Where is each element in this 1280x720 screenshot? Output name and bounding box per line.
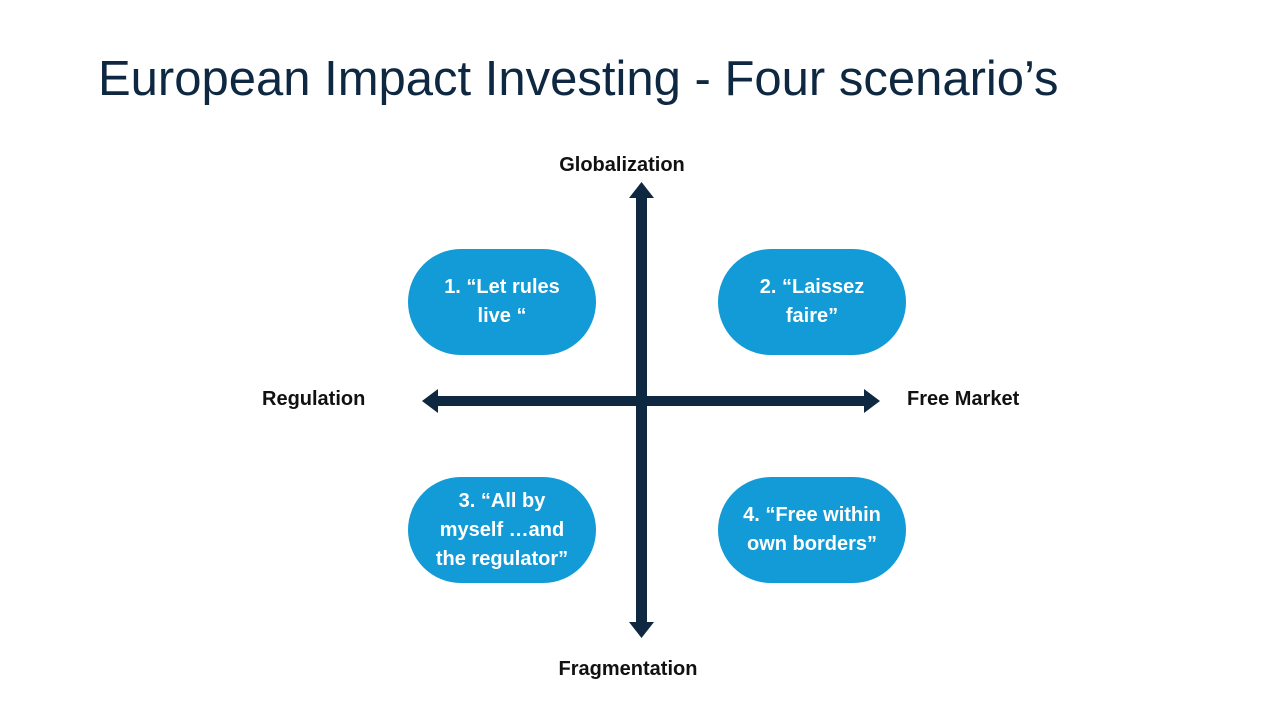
axis-label-fragmentation: Fragmentation — [558, 658, 698, 680]
axis-label-globalization: Globalization — [559, 154, 685, 176]
scenario-all-by-myself: 3. “All by myself …and the regulator” — [408, 477, 596, 583]
slide-title: European Impact Investing - Four scenari… — [98, 52, 1059, 106]
scenario-label: 2. “Laissez faire” — [759, 276, 865, 327]
vertical-axis-arrow — [629, 182, 654, 638]
axis-label-regulation: Regulation — [262, 388, 366, 410]
horizontal-axis-arrow — [422, 389, 880, 413]
scenario-label: 3. “All by myself …and the regulator” — [435, 489, 569, 570]
scenario-label: 1. “Let rules live “ — [444, 276, 560, 327]
scenario-laissez-faire: 2. “Laissez faire” — [718, 249, 906, 355]
scenario-let-rules-live: 1. “Let rules live “ — [408, 249, 596, 355]
scenario-free-within-own-borders: 4. “Free within own borders” — [718, 477, 906, 583]
scenario-label: 4. “Free within own borders” — [743, 504, 881, 555]
axis-label-free-market: Free Market — [907, 388, 1020, 410]
